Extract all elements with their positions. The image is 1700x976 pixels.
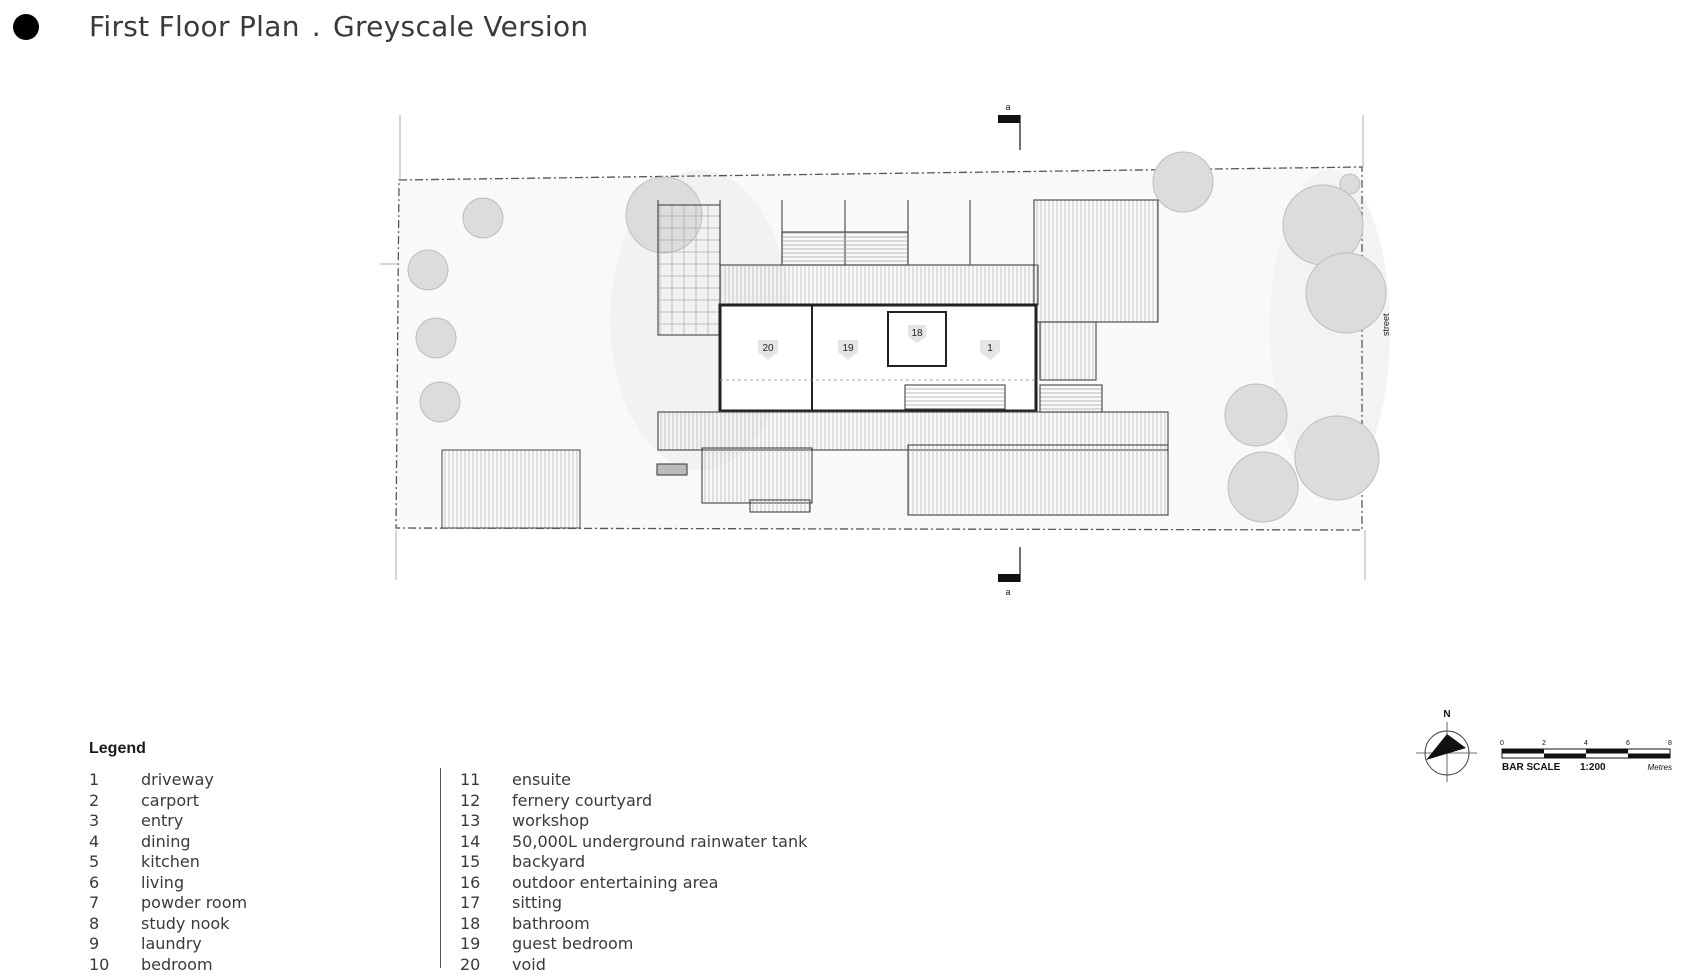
legend-item: 8 study nook: [89, 914, 247, 935]
legend-item: 19 guest bedroom: [460, 934, 807, 955]
legend-item: 11 ensuite: [460, 770, 807, 791]
legend-item: 4 dining: [89, 832, 247, 853]
section-marker-label-bottom: a: [1005, 587, 1010, 597]
legend-number: 7: [89, 893, 100, 912]
legend-item: 10 bedroom: [89, 955, 247, 976]
legend-number: 16: [460, 872, 481, 892]
bar-scale-label: BAR SCALE: [1502, 762, 1561, 773]
legend-number: 9: [89, 934, 100, 953]
street-label: street: [1381, 313, 1391, 336]
legend-label: dining: [141, 831, 191, 851]
legend-label: workshop: [512, 811, 590, 830]
legend-label: bathroom: [512, 913, 590, 933]
legend-label: fernery courtyard: [512, 790, 653, 810]
legend-label: void: [512, 954, 546, 974]
legend-label: kitchen: [141, 852, 200, 871]
legend-item: 3 entry: [89, 811, 247, 832]
legend-number: 2: [89, 790, 100, 810]
legend-label: 50,000L underground rainwater tank: [512, 831, 808, 851]
legend-item: 6 living: [89, 873, 247, 894]
legend-divider: [440, 768, 441, 968]
section-marker-top: a: [998, 102, 1021, 150]
north-arrow-icon: N: [1416, 709, 1477, 782]
legend-label: guest bedroom: [512, 934, 634, 953]
scale-tick-0: 0: [1500, 740, 1504, 747]
legend-label: backyard: [512, 852, 586, 871]
legend-number: 11: [460, 770, 481, 789]
room-tag-20: 20: [762, 343, 774, 354]
legend-column-2: 11 ensuite 12 fernery courtyard 13 workshop…: [460, 770, 807, 975]
legend-item: 13 workshop: [460, 811, 807, 832]
legend-item: 1 driveway: [89, 770, 247, 791]
page-title: First Floor Plan. Greyscale Version: [89, 10, 588, 43]
legend-item: 17 sitting: [460, 893, 807, 914]
legend-item: 14 50,000L underground rainwater tank: [460, 832, 807, 853]
legend-item: 16 outdoor entertaining area: [460, 873, 807, 894]
scale-tick-8: 8: [1668, 740, 1672, 747]
legend-label: driveway: [141, 770, 214, 789]
legend-item: 12 fernery courtyard: [460, 791, 807, 812]
legend-label: sitting: [512, 893, 563, 912]
legend-label: entry: [141, 811, 184, 830]
legend-number: 18: [460, 913, 481, 933]
legend-number: 3: [89, 811, 100, 830]
room-tag-1: 1: [987, 343, 993, 354]
legend-number: 12: [460, 790, 481, 810]
section-marker-label-top: a: [1005, 102, 1010, 112]
legend-item: 7 powder room: [89, 893, 247, 914]
bar-scale-ratio: 1:200: [1580, 762, 1606, 773]
bar-scale-unit: Metres: [1648, 763, 1672, 772]
legend-label: outdoor entertaining area: [512, 872, 719, 892]
legend-item: 20 void: [460, 955, 807, 976]
legend-number: 5: [89, 852, 100, 871]
site-boundary: [395, 166, 1363, 531]
legend-label: laundry: [141, 934, 202, 953]
legend-label: powder room: [141, 893, 248, 912]
legend-column-1: 1 driveway 2 carport 3 entry 4 dining 5 kitch…: [89, 770, 247, 975]
legend-label: ensuite: [512, 770, 572, 789]
scale-tick-4: 4: [1584, 740, 1588, 747]
room-tag-19: 19: [842, 343, 854, 354]
room-tag-18: 18: [911, 328, 923, 339]
scale-tick-6: 6: [1626, 740, 1630, 747]
legend-number: 13: [460, 811, 481, 830]
legend-number: 10: [89, 954, 110, 974]
scale-tick-2: 2: [1542, 740, 1546, 747]
legend-label: living: [141, 872, 185, 892]
building: [441, 199, 1169, 529]
legend-number: 1: [89, 770, 100, 789]
heading-bullet-icon: [13, 14, 39, 40]
boundary-extension-lines: [380, 115, 1366, 580]
title-right: Greyscale Version: [332, 10, 589, 43]
legend-item: 2 carport: [89, 791, 247, 812]
room-tags: 20 19 18 1: [758, 325, 1000, 360]
legend-item: 18 bathroom: [460, 914, 807, 935]
legend-number: 15: [460, 852, 481, 871]
legend-label: carport: [141, 790, 199, 810]
title-separator: .: [311, 10, 321, 43]
legend-number: 8: [89, 913, 100, 933]
legend-item: 9 laundry: [89, 934, 247, 955]
section-marker-bottom: a: [998, 547, 1021, 597]
legend-label: bedroom: [141, 954, 213, 974]
bar-scale: 0 2 4 6 8 BAR SCALE 1:200 Metres: [1500, 740, 1672, 773]
legend-number: 17: [460, 893, 481, 912]
legend-label: study nook: [141, 913, 230, 933]
legend-number: 4: [89, 831, 100, 851]
legend-number: 14: [460, 831, 481, 851]
legend-number: 19: [460, 934, 481, 953]
legend-number: 20: [460, 954, 481, 974]
north-arrow-label: N: [1443, 709, 1450, 720]
legend-item: 5 kitchen: [89, 852, 247, 873]
legend-number: 6: [89, 872, 100, 892]
legend-item: 15 backyard: [460, 852, 807, 873]
legend-title: Legend: [89, 740, 146, 757]
title-left: First Floor Plan: [89, 10, 300, 43]
